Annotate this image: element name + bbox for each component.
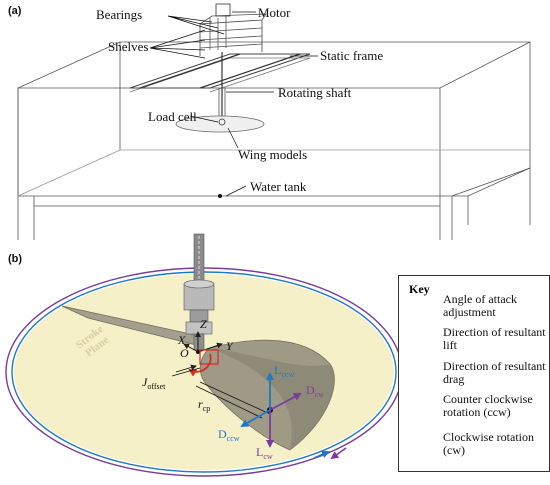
panel-a-label: (a) bbox=[8, 5, 22, 17]
key-legend: Key Angle of attack adjustment Direction… bbox=[398, 275, 550, 472]
j-offset-label: Joffset bbox=[142, 375, 166, 391]
key-item-lift: Direction of resultant lift bbox=[443, 325, 546, 352]
bearings-label: Bearings bbox=[96, 7, 143, 22]
motor-label: Motor bbox=[258, 5, 291, 20]
axes bbox=[183, 331, 223, 353]
panel-b-label: (b) bbox=[8, 253, 23, 265]
cw-arrow-head bbox=[330, 447, 347, 460]
l-cw-label: Lcw bbox=[256, 445, 273, 461]
force-arrows bbox=[240, 372, 302, 448]
key-item-cw: Clockwise rotation (cw) bbox=[443, 430, 534, 457]
key-title: Key bbox=[409, 282, 430, 296]
r-cp-label: rcp bbox=[198, 397, 211, 413]
key-item-ccw: Counter clockwise rotation (ccw) bbox=[443, 392, 533, 419]
d-ccw-label: Dccw bbox=[218, 427, 240, 443]
panel-a-leaders bbox=[149, 11, 318, 197]
axis-z-label: Z bbox=[200, 317, 207, 331]
shelves-label: Shelves bbox=[108, 39, 149, 54]
axis-x-label: X bbox=[178, 333, 186, 347]
l-ccw-label: Lccw bbox=[274, 363, 295, 379]
origin-point bbox=[196, 350, 200, 354]
rotating-shaft-label: Rotating shaft bbox=[278, 85, 352, 100]
water-tank-label: Water tank bbox=[250, 179, 307, 194]
wing-right-shade bbox=[210, 348, 335, 450]
ccw-arrow-head bbox=[313, 450, 330, 459]
load-cell-label: Load cell bbox=[148, 109, 197, 124]
panel-a-drawing bbox=[17, 3, 531, 240]
shaft-assembly bbox=[183, 233, 215, 351]
aoa-arrow bbox=[188, 353, 212, 377]
d-cw-label: Dcw bbox=[306, 383, 324, 399]
key-item-drag: Direction of resultant drag bbox=[443, 359, 546, 386]
static-frame-label: Static frame bbox=[320, 48, 384, 63]
origin-o-label: O bbox=[180, 346, 189, 360]
wing-models-label: Wing models bbox=[238, 147, 308, 162]
dimension-lines bbox=[171, 364, 271, 419]
key-item-aoa: Angle of attack adjustment bbox=[443, 292, 517, 319]
axis-y-label: Y bbox=[226, 339, 233, 353]
